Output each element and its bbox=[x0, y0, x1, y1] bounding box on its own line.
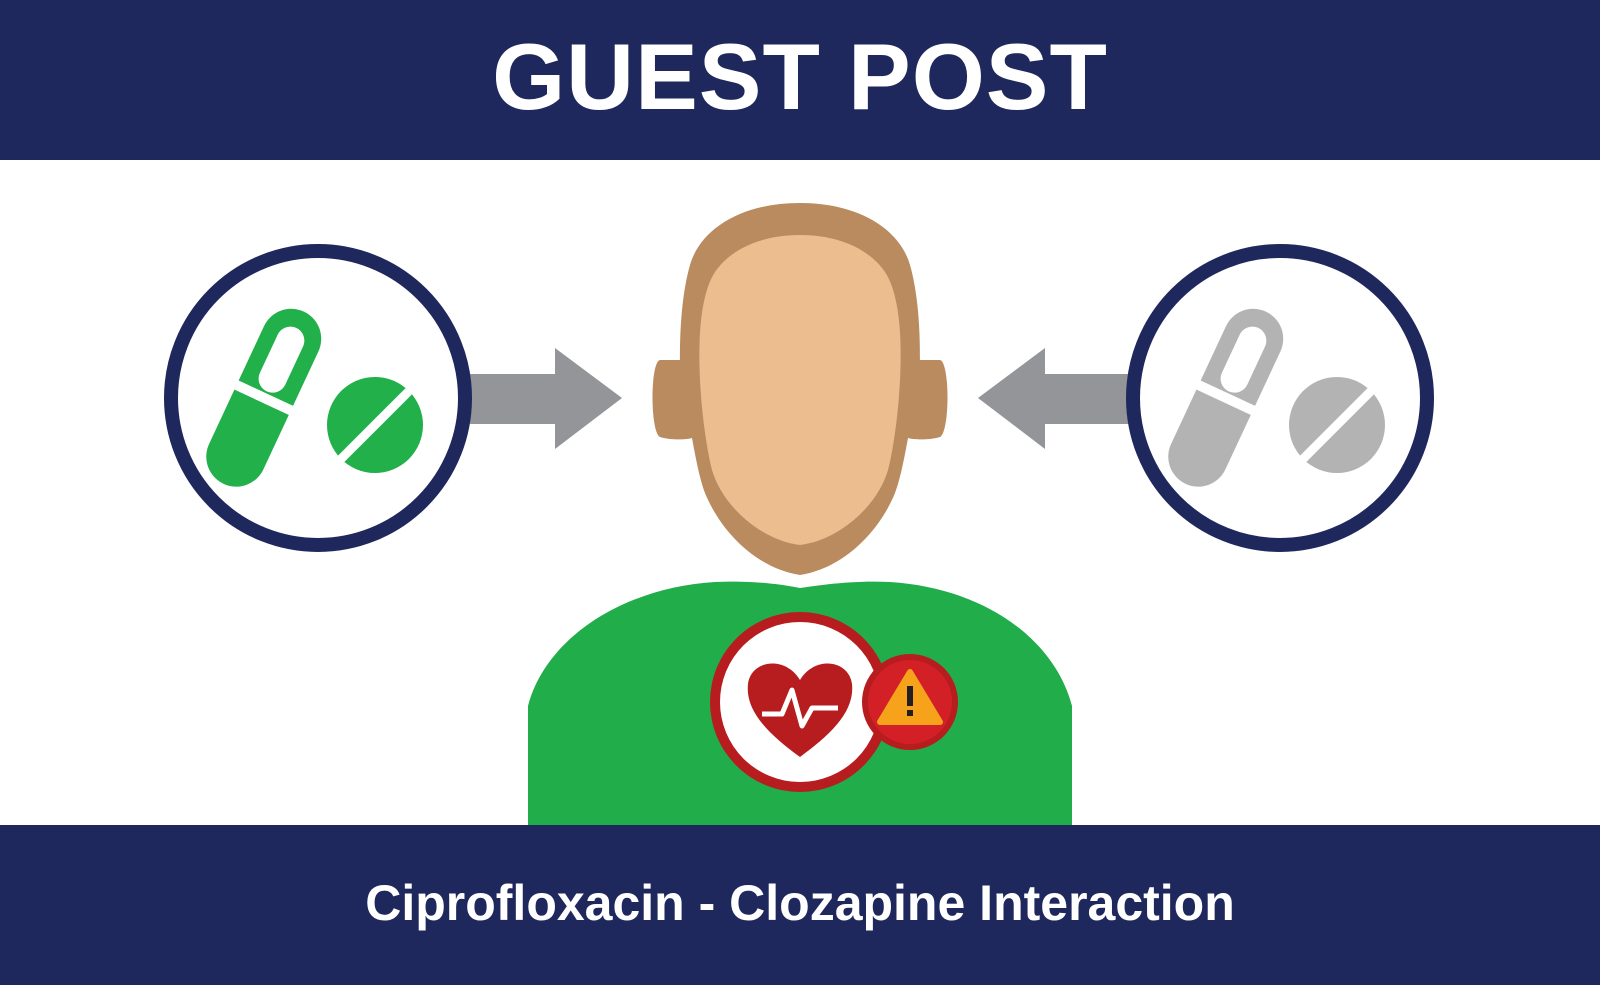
header-banner: GUEST POST bbox=[0, 0, 1600, 160]
footer-banner: Ciprofloxacin - Clozapine Interaction bbox=[0, 825, 1600, 985]
right-drug-icon bbox=[1126, 244, 1434, 552]
left-drug-icon bbox=[164, 244, 472, 552]
post-caption: Ciprofloxacin - Clozapine Interaction bbox=[365, 875, 1235, 931]
arrow-left-icon bbox=[978, 348, 1130, 449]
arrow-right-icon bbox=[470, 348, 622, 449]
page-title: GUEST POST bbox=[492, 24, 1108, 129]
heart-rate-icon bbox=[710, 612, 890, 792]
warning-icon bbox=[862, 654, 958, 750]
